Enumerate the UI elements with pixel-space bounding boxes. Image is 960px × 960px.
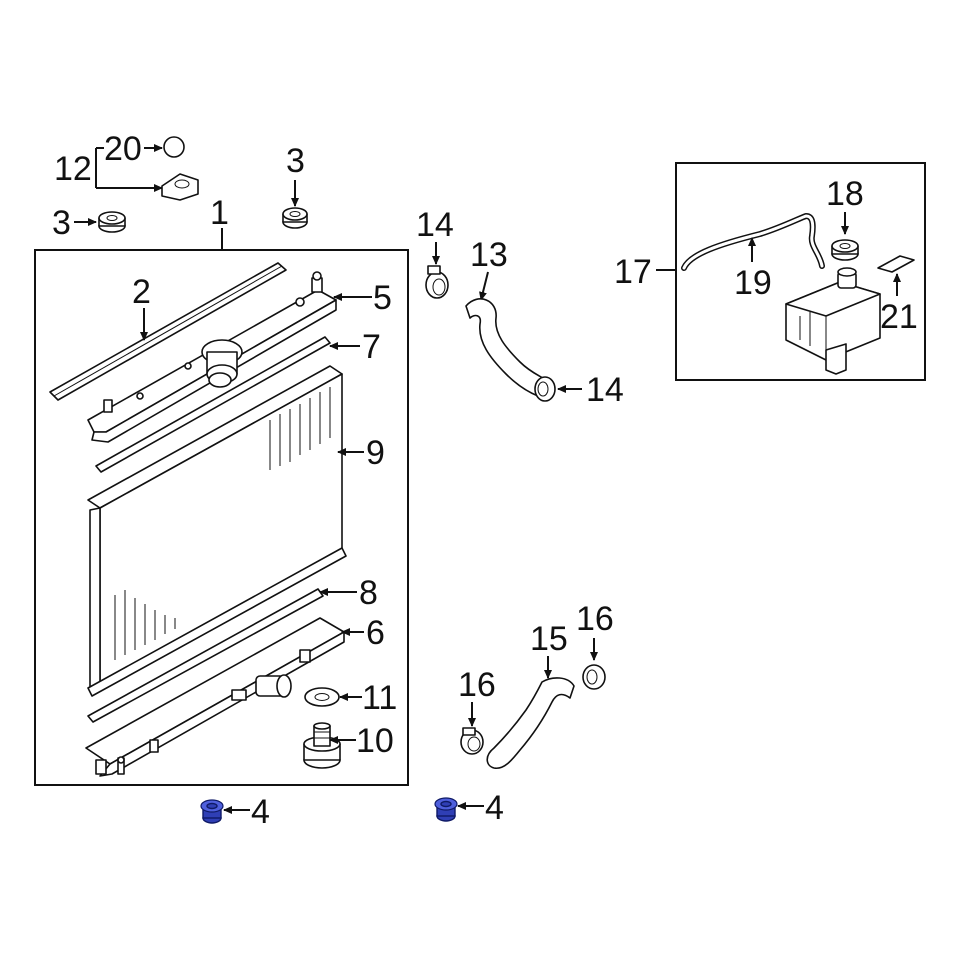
callout-2[interactable]: 2 <box>132 273 151 311</box>
part-17-coolant-reservoir[interactable] <box>785 267 881 375</box>
leader-13 <box>479 271 489 301</box>
part-2-upper-seal-strip[interactable] <box>49 262 287 401</box>
callout-15[interactable]: 15 <box>530 620 568 658</box>
callout-14-right[interactable]: 14 <box>586 371 624 409</box>
part-4-lower-mount-left[interactable] <box>200 799 224 824</box>
part-4-lower-mount-right[interactable] <box>434 797 458 822</box>
callout-10[interactable]: 10 <box>356 722 394 760</box>
callout-11[interactable]: 11 <box>362 679 397 717</box>
callout-17[interactable]: 17 <box>614 253 652 291</box>
part-20-cap[interactable] <box>163 136 185 158</box>
callout-1[interactable]: 1 <box>210 194 229 232</box>
callout-20[interactable]: 20 <box>104 130 142 168</box>
part-9-radiator-core[interactable] <box>87 365 347 697</box>
part-15-lower-radiator-hose[interactable] <box>486 677 575 770</box>
callout-9[interactable]: 9 <box>366 434 385 472</box>
callout-3-top[interactable]: 3 <box>286 142 305 180</box>
part-3-insulator-left[interactable] <box>98 211 126 233</box>
callout-21[interactable]: 21 <box>880 298 918 336</box>
callout-8[interactable]: 8 <box>359 574 378 612</box>
reservoir-assembly-frame <box>675 162 926 381</box>
part-19-overflow-hose-inner <box>682 214 824 270</box>
callout-12[interactable]: 12 <box>54 150 92 188</box>
callout-4-left[interactable]: 4 <box>251 793 270 831</box>
part-5-upper-tank[interactable] <box>87 271 337 443</box>
part-11-drain-washer[interactable] <box>304 687 340 707</box>
callout-16-right[interactable]: 16 <box>576 600 614 638</box>
part-21-caution-label[interactable] <box>877 255 915 273</box>
part-16-hose-clamp-right[interactable] <box>582 664 606 690</box>
callout-16-left[interactable]: 16 <box>458 666 496 704</box>
callout-19[interactable]: 19 <box>734 264 772 302</box>
callout-3-left[interactable]: 3 <box>52 204 71 242</box>
part-8-lower-seal[interactable] <box>87 588 324 723</box>
part-14-hose-clamp-right[interactable] <box>534 376 556 402</box>
part-18-reservoir-cap[interactable] <box>831 239 859 261</box>
callout-5[interactable]: 5 <box>373 279 392 317</box>
callout-4-right[interactable]: 4 <box>485 789 504 827</box>
callout-7[interactable]: 7 <box>362 328 381 366</box>
part-3-insulator-top[interactable] <box>282 207 308 229</box>
callout-6[interactable]: 6 <box>366 614 385 652</box>
part-10-drain-plug[interactable] <box>303 722 341 769</box>
callout-18[interactable]: 18 <box>826 175 864 213</box>
callout-13[interactable]: 13 <box>470 236 508 274</box>
part-14-hose-clamp-top[interactable] <box>425 265 449 299</box>
part-13-upper-radiator-hose[interactable] <box>465 298 547 397</box>
part-6-lower-tank[interactable] <box>85 617 345 777</box>
callout-14-top[interactable]: 14 <box>416 206 454 244</box>
part-12-mount-bushing[interactable] <box>161 173 199 201</box>
part-16-hose-clamp-left[interactable] <box>460 727 484 755</box>
